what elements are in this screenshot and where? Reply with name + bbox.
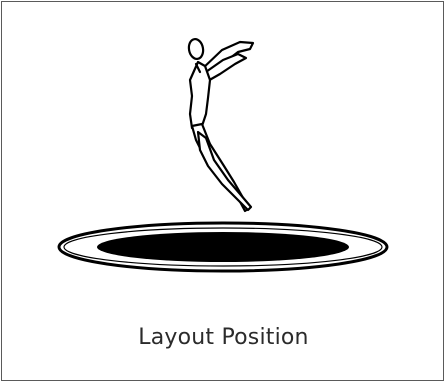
jumper-figure: [187, 38, 253, 211]
trampoline: [59, 223, 387, 271]
trampoline-jumper-icon: [2, 2, 445, 302]
option-label: Layout Position: [2, 325, 445, 350]
